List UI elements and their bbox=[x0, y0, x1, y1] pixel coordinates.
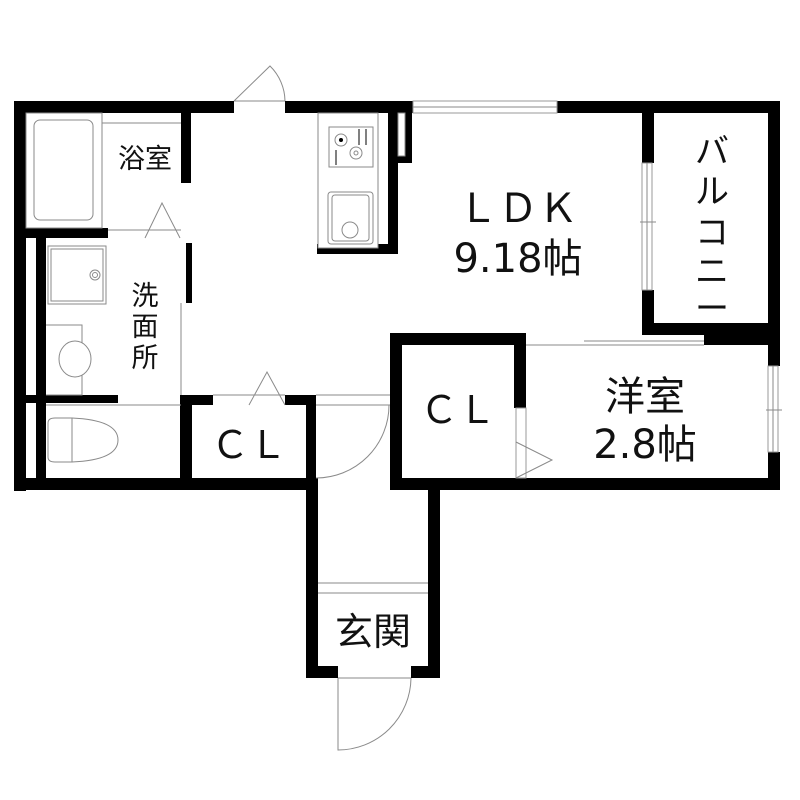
cl-left-door-fold bbox=[248, 370, 286, 406]
washroom-label-2: 面 bbox=[132, 312, 159, 343]
bathroom-label: 浴室 bbox=[118, 144, 172, 175]
balcony-label-2: ル bbox=[695, 172, 729, 212]
wall-cl-left-top-a bbox=[180, 395, 213, 405]
wall-toilet-left bbox=[36, 403, 46, 483]
washroom-label-3: 所 bbox=[132, 343, 159, 374]
wall-entrance-left bbox=[306, 478, 318, 678]
fridge-niche bbox=[397, 112, 406, 157]
toilet-icon bbox=[47, 417, 119, 463]
wall-balcony-bottom-a bbox=[642, 323, 780, 335]
bathtub-icon bbox=[33, 119, 94, 221]
wall-cl-right-left bbox=[390, 333, 402, 490]
ldk-size: 9.18帖 bbox=[453, 236, 582, 282]
cl-right-door-fold bbox=[515, 441, 554, 479]
wall-entrance-right bbox=[428, 478, 440, 678]
wall-cl-right-top bbox=[390, 333, 526, 345]
room-labels: 浴室 洗 面 所 ＬＤＫ 9.18帖 バ ル コ ニ ー ＣＬ ＣＬ 洋室 2.… bbox=[118, 132, 729, 654]
wall-cl-left-left bbox=[180, 395, 192, 485]
balcony-label-4: ニ bbox=[695, 252, 729, 292]
bath-door-fold bbox=[144, 201, 181, 239]
wall-wash-left bbox=[36, 238, 46, 398]
balcony-label-5: ー bbox=[695, 289, 729, 329]
wall-entrance-bottom-b bbox=[411, 666, 440, 678]
wall-top-mid bbox=[285, 101, 413, 113]
wall-kitchen-bottom bbox=[317, 244, 398, 254]
entrance-door-swing bbox=[337, 677, 412, 751]
wall-toilet-top bbox=[26, 395, 118, 403]
closet-left-label: ＣＬ bbox=[211, 423, 287, 467]
wall-right-upper bbox=[768, 101, 780, 366]
doors bbox=[46, 65, 554, 751]
ldk-label: ＬＤＫ bbox=[458, 186, 578, 232]
wall-bottom-left bbox=[14, 478, 310, 490]
entrance-label: 玄関 bbox=[335, 610, 411, 654]
windows bbox=[412, 100, 782, 479]
cl-right-door-frame bbox=[515, 407, 527, 479]
closet-right-label: ＣＬ bbox=[420, 388, 496, 432]
balcony-label-3: コ bbox=[695, 213, 729, 253]
wall-bath-bottom bbox=[26, 228, 108, 238]
wall-bottom-right bbox=[390, 478, 780, 490]
balcony-label-1: バ bbox=[695, 132, 729, 172]
western-room-size: 2.8帖 bbox=[593, 422, 697, 468]
fixtures bbox=[25, 112, 379, 463]
wall-left bbox=[14, 101, 26, 491]
wall-wash-right bbox=[186, 243, 192, 303]
wall-balcony-left-top bbox=[642, 113, 654, 163]
corridor-door-swing bbox=[315, 404, 390, 479]
wall-top-left bbox=[14, 101, 234, 113]
wall-top-right bbox=[557, 101, 780, 113]
wall-balcony-bottom-b bbox=[704, 333, 780, 345]
western-room-label: 洋室 bbox=[605, 374, 685, 420]
wall-cl-left-top-b bbox=[285, 395, 315, 405]
washroom-label-1: 洗 bbox=[132, 281, 159, 312]
wall-cl-right-right bbox=[514, 333, 526, 408]
wall-bath-right bbox=[181, 113, 191, 183]
walls bbox=[14, 101, 780, 678]
wall-kitchen-right bbox=[388, 113, 398, 253]
top-door-swing bbox=[233, 65, 286, 102]
wall-entrance-bottom-a bbox=[306, 666, 338, 678]
